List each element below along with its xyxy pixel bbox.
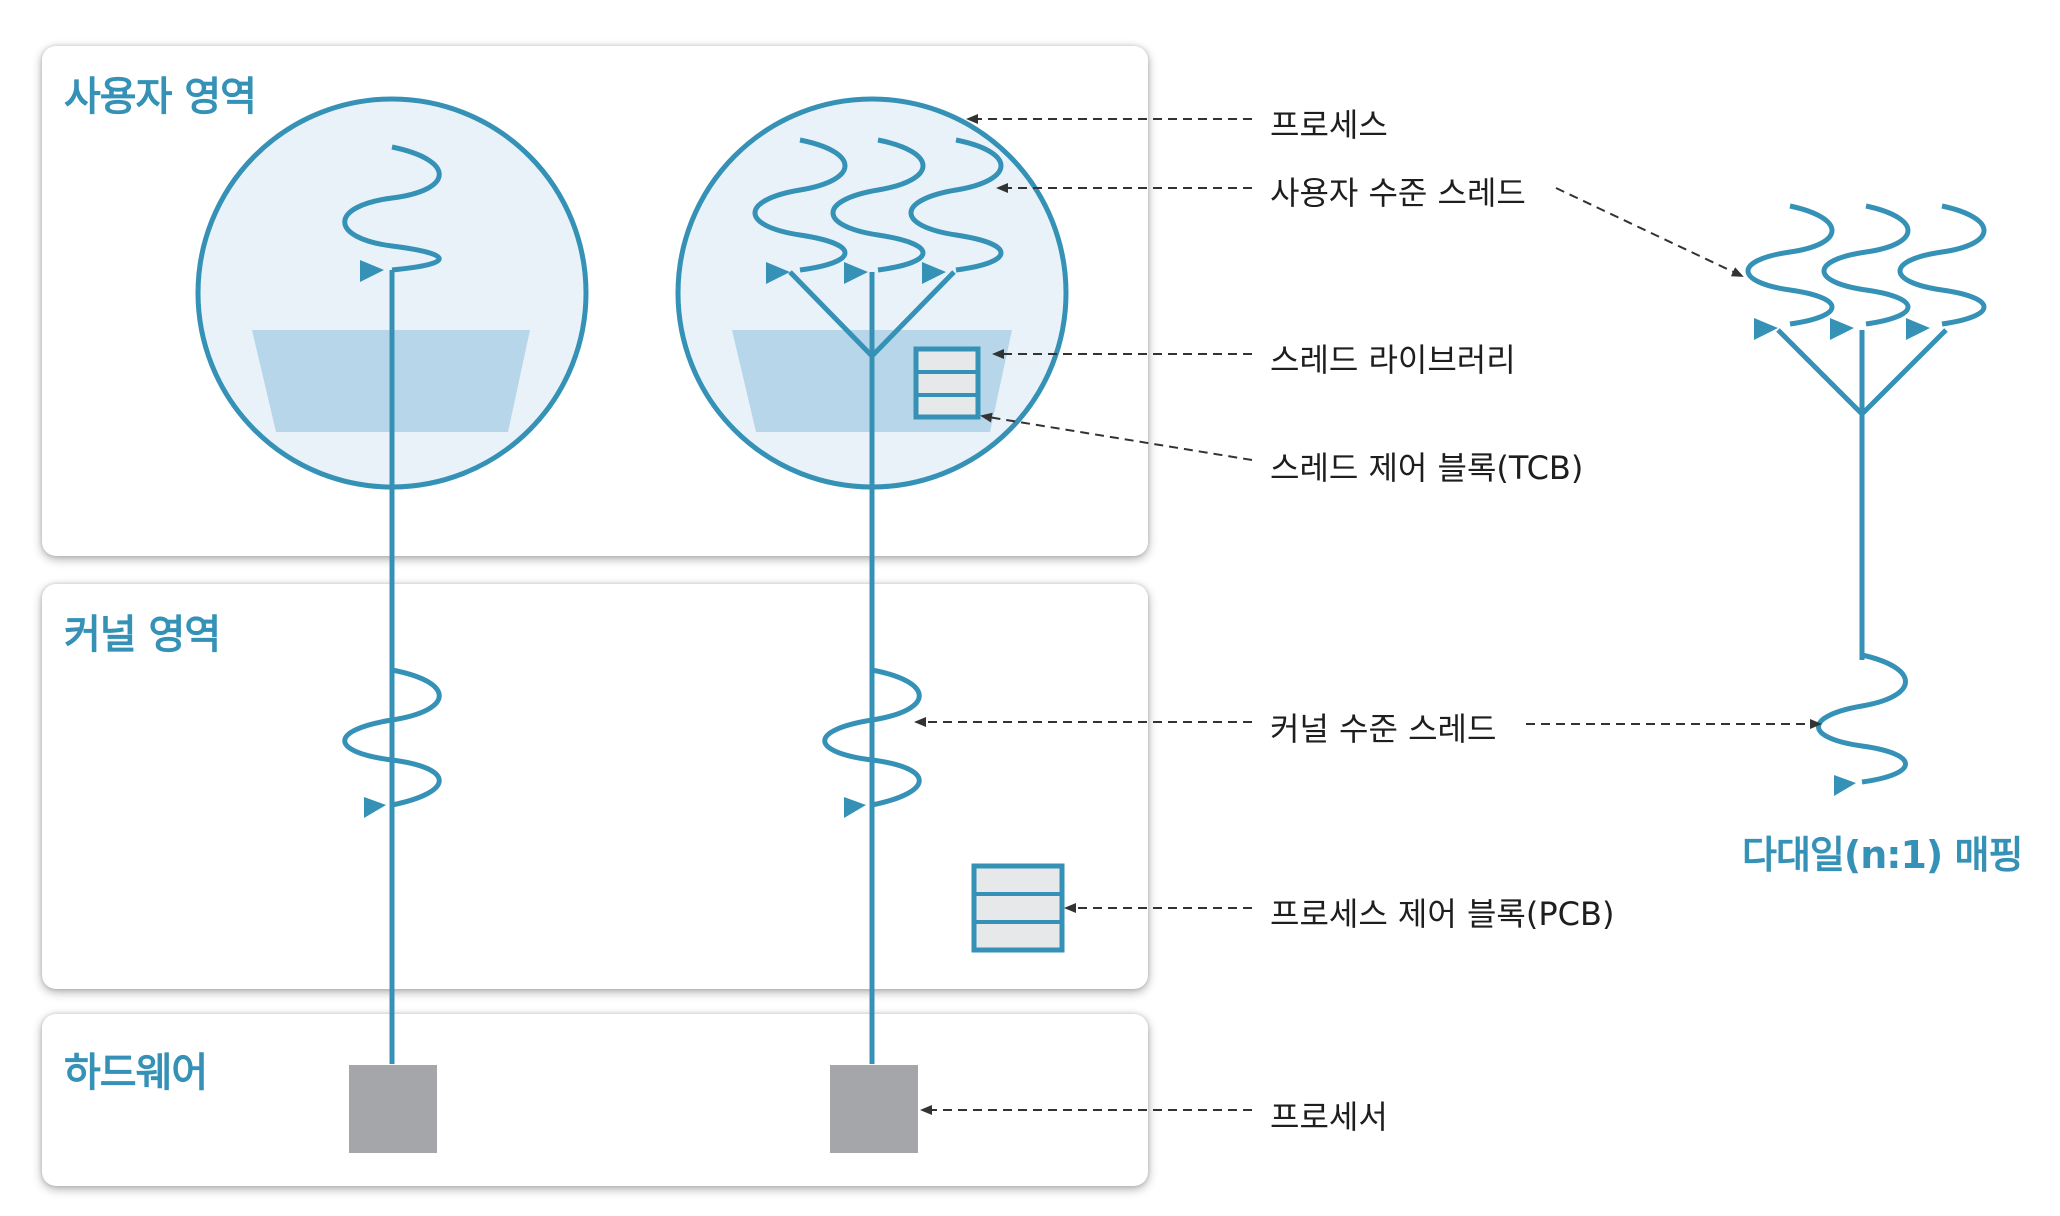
- user-thread-right-2: [830, 137, 926, 273]
- mapping-user-thread-3: [1897, 203, 1987, 327]
- mapping-user-thread-2: [1821, 203, 1911, 327]
- label-pcb: 프로세스 제어 블록(PCB): [1270, 895, 1615, 933]
- branch-right-1: [788, 270, 874, 358]
- label-kernel-thread: 커널 수준 스레드: [1270, 710, 1497, 748]
- many-to-one-mapping-figure: [1745, 203, 1987, 796]
- user-thread-arrow-left: [360, 260, 384, 282]
- label-user-thread: 사용자 수준 스레드: [1270, 174, 1526, 212]
- user-thread-arrow-right-2: [844, 262, 868, 284]
- arrow-tcb: [980, 412, 1253, 461]
- label-thread-library: 스레드 라이브러리: [1270, 341, 1516, 379]
- region-label-hardware: 하드웨어: [64, 1050, 208, 1096]
- processor-left: [349, 1065, 437, 1153]
- callout-arrows: [914, 114, 1822, 1115]
- tcb-block: [913, 346, 981, 420]
- user-thread-arrow-right-1: [766, 262, 790, 284]
- pcb-block: [971, 863, 1065, 953]
- kernel-thread-arrow-right: [844, 797, 866, 818]
- label-processor: 프로세서: [1270, 1098, 1388, 1136]
- mapping-kernel-thread: [1816, 652, 1908, 785]
- region-label-user: 사용자 영역: [64, 74, 257, 120]
- label-process: 프로세스: [1270, 106, 1388, 144]
- kernel-thread-right: [822, 667, 922, 808]
- kernel-space-panel: [42, 584, 1148, 989]
- mapping-user-thread-1: [1745, 203, 1835, 327]
- user-thread-arrow-right-3: [922, 262, 946, 284]
- kernel-thread-left: [342, 667, 442, 808]
- mapping-title: 다대일(n:1) 매핑: [1742, 833, 2023, 877]
- label-tcb: 스레드 제어 블록(TCB): [1270, 449, 1584, 487]
- user-thread-right-3: [908, 137, 1004, 273]
- region-label-kernel: 커널 영역: [64, 612, 221, 658]
- user-thread-left: [342, 144, 442, 273]
- arrow-user-thread-mapping: [1555, 187, 1744, 277]
- hardware-panel: [42, 1014, 1148, 1186]
- branch-right-3: [870, 270, 956, 358]
- kernel-thread-arrow-left: [364, 797, 386, 818]
- processor-right: [830, 1065, 918, 1153]
- user-thread-right-1: [752, 137, 848, 273]
- process-multi-thread: [675, 96, 1069, 490]
